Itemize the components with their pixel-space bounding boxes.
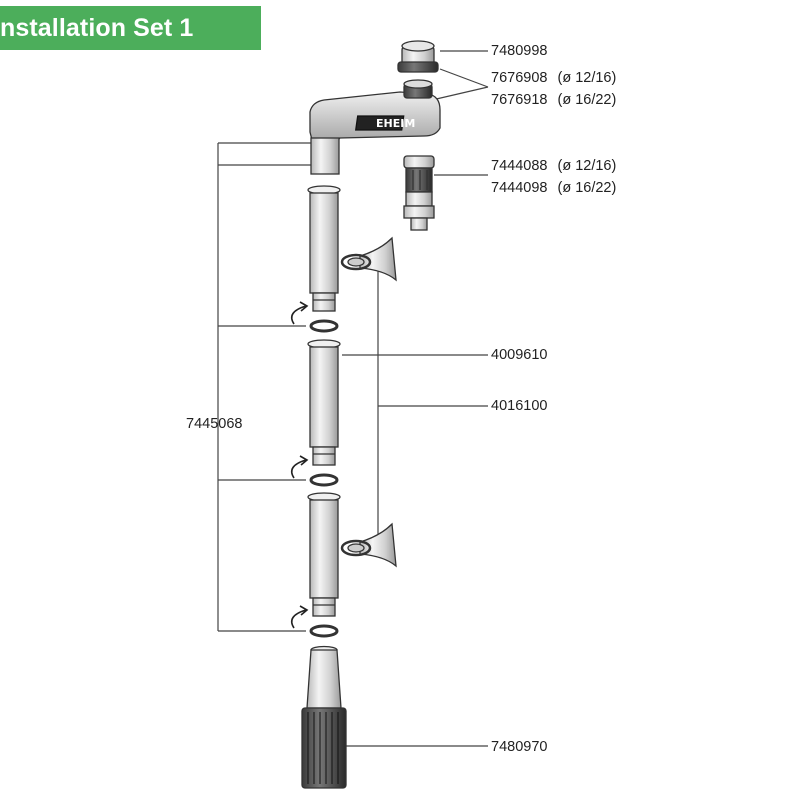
part-label-strainer: 7480970 (491, 739, 547, 755)
tube-segments (307, 185, 341, 638)
part-size: (ø 12/16) (557, 158, 617, 174)
outlet-arm: EHEIM (309, 79, 441, 175)
part-label-tube-set: 7445068 (186, 416, 242, 432)
part-number: 7444088 (491, 158, 548, 174)
part-number: 7480998 (491, 43, 548, 59)
part-label-tube: 4009610 (491, 347, 547, 363)
part-label-connector-a: 7444088 (ø 12/16) (491, 158, 616, 174)
part-number: 7676908 (491, 70, 548, 86)
part-label-cap: 7480998 (491, 43, 547, 59)
part-size: (ø 16/22) (557, 92, 617, 108)
part-number: 7480970 (491, 739, 548, 755)
part-number: 4009610 (491, 347, 548, 363)
suction-cups (340, 236, 397, 568)
part-size: (ø 16/22) (557, 180, 617, 196)
part-number: 7676918 (491, 92, 548, 108)
page-title: nstallation Set 1 (0, 14, 194, 42)
part-number: 7444098 (491, 180, 548, 196)
part-label-connector-b: 7444098 (ø 16/22) (491, 180, 616, 196)
rotate-arrows (290, 301, 309, 629)
part-label-adapter-b: 7676918 (ø 16/22) (491, 92, 616, 108)
title-banner: nstallation Set 1 (0, 6, 261, 50)
hose-connector-part (403, 155, 435, 231)
part-label-adapter-a: 7676908 (ø 12/16) (491, 70, 616, 86)
part-number: 4016100 (491, 398, 548, 414)
part-number: 7445068 (186, 416, 243, 432)
strainer-part (301, 645, 347, 789)
part-size: (ø 12/16) (557, 70, 617, 86)
part-label-suction-cup: 4016100 (491, 398, 547, 414)
leader-lines (217, 50, 489, 747)
cap-part (397, 40, 439, 73)
eheim-logo: EHEIM (376, 117, 415, 130)
